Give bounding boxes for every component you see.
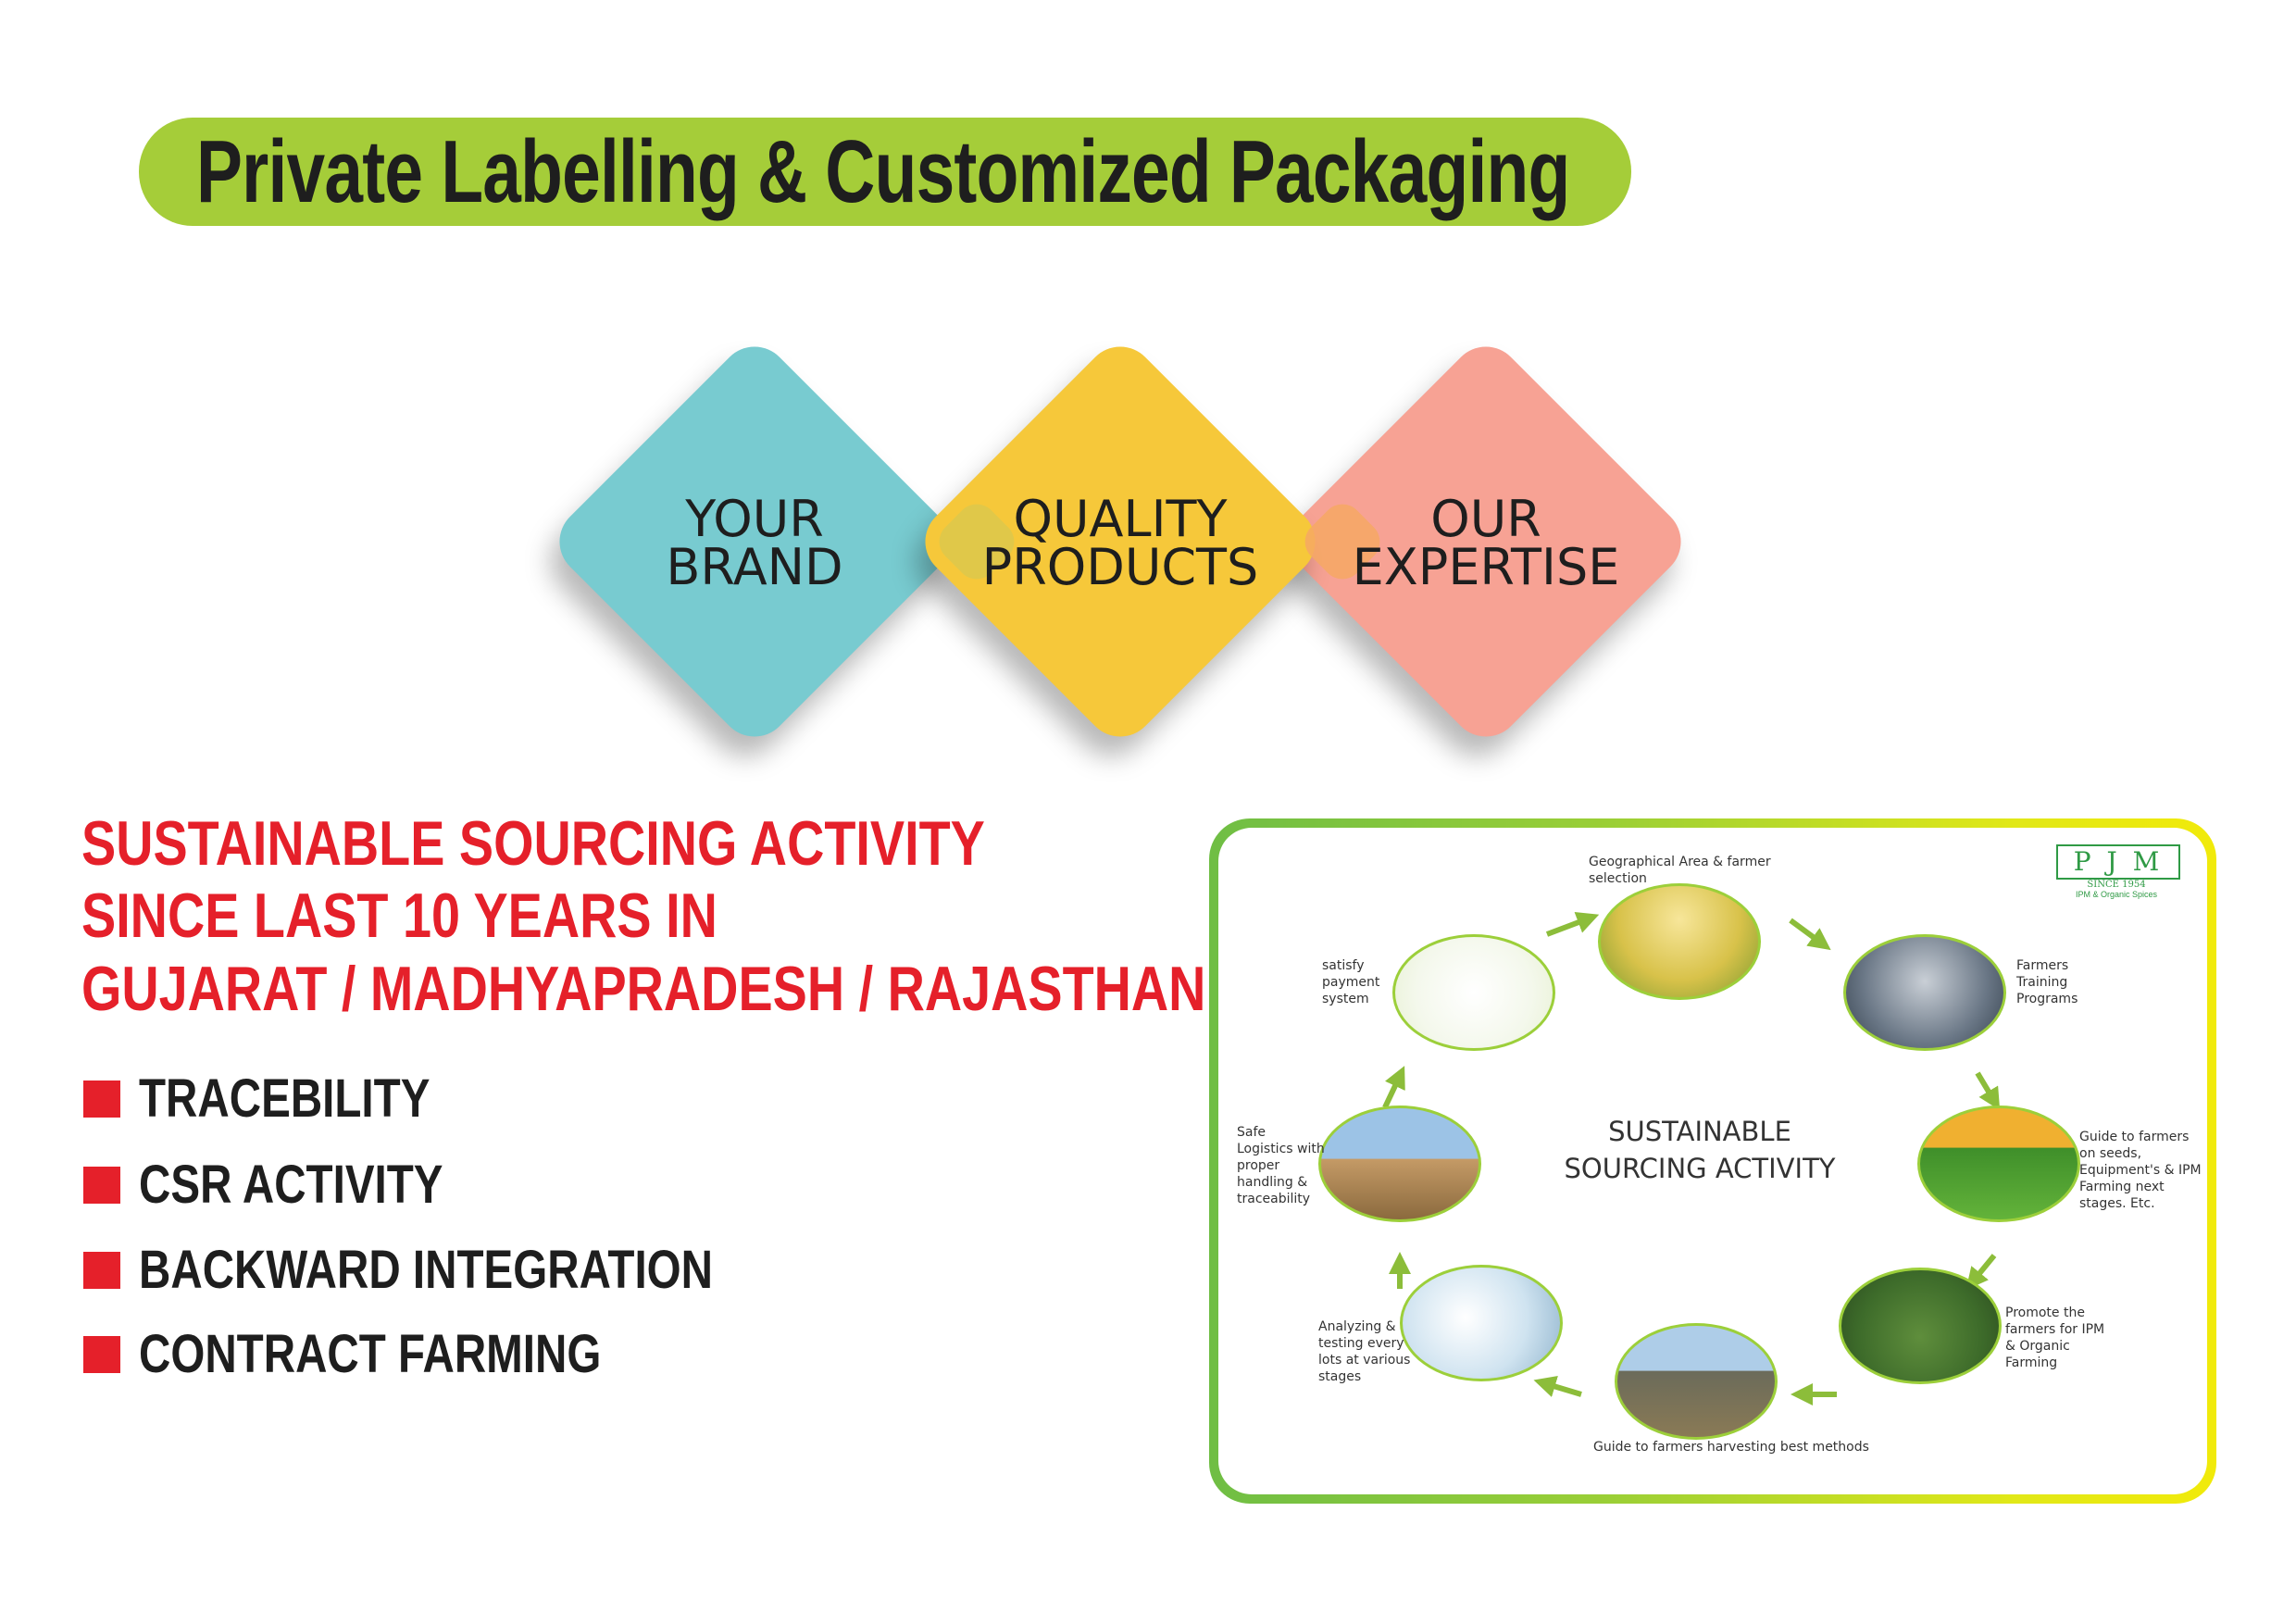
- step-label-logistics: Safe Logistics with proper handling & tr…: [1237, 1125, 1325, 1206]
- cycle-arrows: [1382, 912, 2001, 1405]
- sourcing-cycle-panel: P J M SINCE 1954 IPM & Organic Spices SU…: [1209, 818, 2216, 1504]
- farmer-selection-photo: [1598, 883, 1761, 1000]
- sourcing-heading-line1: SUSTAINABLE SOURCING ACTIVITY: [81, 808, 985, 879]
- bullet-tracebility: TRACEBILITY: [139, 1068, 430, 1129]
- step-label-promote: Promote the farmers for IPM & Organic Fa…: [2005, 1305, 2105, 1370]
- arrow-1: [1545, 912, 1600, 937]
- sourcing-cycle-canvas: P J M SINCE 1954 IPM & Organic Spices SU…: [1218, 828, 2207, 1494]
- arrow-2: [1789, 918, 1831, 951]
- step-label-payment: satisfy payment system: [1322, 958, 1380, 1006]
- tractor-photo: [1917, 1106, 2080, 1222]
- harvest-photo: [1615, 1323, 1778, 1440]
- sourcing-heading-line3: GUJARAT / MADHYAPRADESH / RAJASTHAN: [81, 954, 1206, 1024]
- step-label-guide-seeds: Guide to farmers on seeds, Equipment's &…: [2079, 1130, 2202, 1211]
- sourcing-heading-line2: SINCE LAST 10 YEARS IN: [81, 881, 718, 951]
- bullet-square: [83, 1252, 120, 1289]
- title-banner: Private Labelling & Customized Packaging: [139, 118, 1631, 226]
- training-photo: [1843, 934, 2006, 1051]
- bullet-contract-farming: CONTRACT FARMING: [139, 1324, 602, 1384]
- arrow-6: [1533, 1375, 1582, 1397]
- lab-photo: [1400, 1265, 1563, 1381]
- arrow-8: [1382, 1066, 1405, 1109]
- logistics-photo: [1318, 1106, 1481, 1222]
- field-photo: [1839, 1268, 2002, 1384]
- pjm-logo-since: SINCE 1954: [2087, 880, 2146, 890]
- pjm-logo: P J M SINCE 1954 IPM & Organic Spices: [2056, 844, 2195, 909]
- bullet-csr-activity: CSR ACTIVITY: [139, 1155, 443, 1215]
- step-label-geographical: Geographical Area & farmer selection: [1589, 855, 1771, 886]
- payment-photo: [1392, 934, 1555, 1051]
- step-label-analyzing: Analyzing & testing every lots at variou…: [1318, 1319, 1411, 1384]
- bullet-square: [83, 1336, 120, 1373]
- page-title: Private Labelling & Customized Packaging: [196, 122, 1570, 221]
- pjm-logo-tagline: IPM & Organic Spices: [2075, 890, 2158, 899]
- arrow-3: [1975, 1071, 2001, 1111]
- step-label-training: Farmers Training Programs: [2016, 958, 2078, 1006]
- arrow-4: [1965, 1254, 1997, 1291]
- step-label-harvest: Guide to farmers harvesting best methods: [1593, 1440, 1869, 1455]
- pjm-logo-letters: P J M: [2056, 844, 2180, 880]
- bullet-square: [83, 1081, 120, 1118]
- bullet-backward-integration: BACKWARD INTEGRATION: [139, 1240, 714, 1300]
- bullet-square: [83, 1167, 120, 1204]
